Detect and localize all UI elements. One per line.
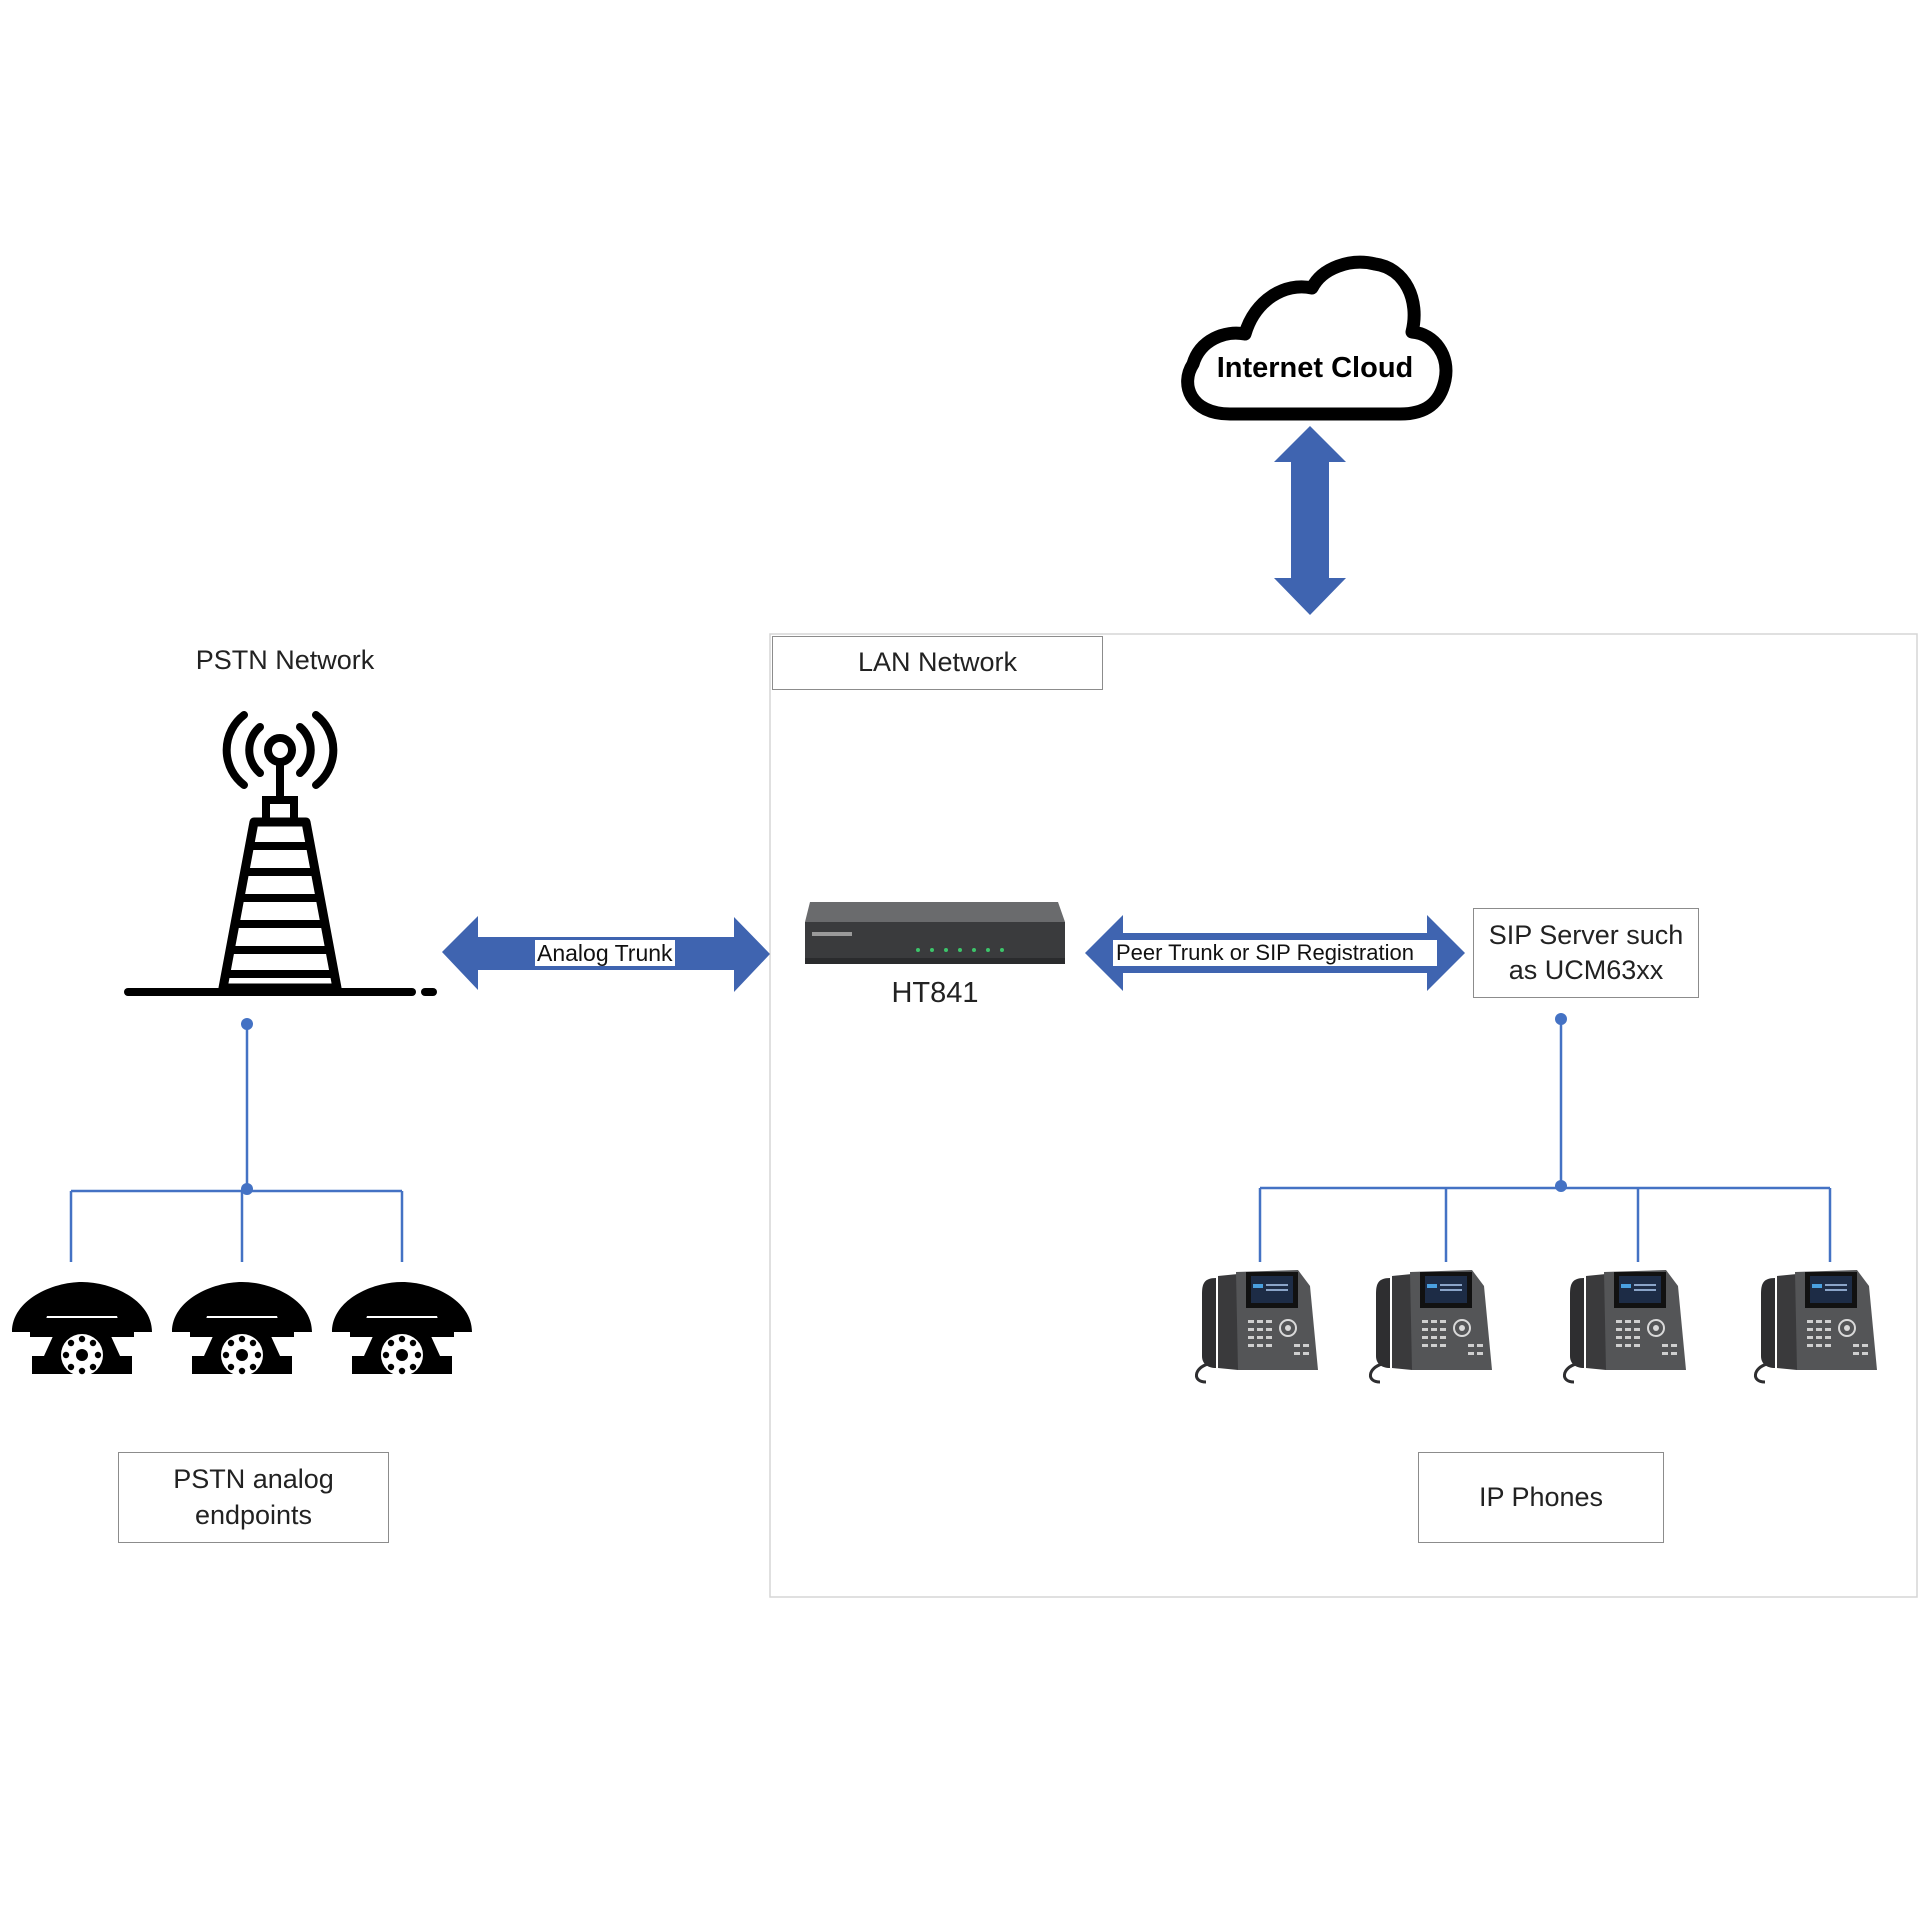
sip-server-box: SIP Server such as UCM63xx [1473,908,1699,998]
ip-phone-icon [1562,1268,1688,1384]
sip-server-line1: SIP Server such [1488,919,1684,950]
ip-phones-box: IP Phones [1418,1452,1664,1543]
ip-phone-icon [1368,1268,1494,1384]
lan-network-title-text: LAN Network [857,647,1018,678]
pstn-endpoints-box: PSTN analog endpoints [118,1452,389,1543]
ip-phones-label: IP Phones [1478,1481,1604,1512]
internet-link-arrow [1274,426,1346,615]
rotary-phone-icon [12,1282,152,1376]
ht841-device-icon [805,902,1065,964]
device-label: HT841 [891,977,979,1009]
lan-connector-lines [1258,1020,1832,1262]
pstn-network-title: PSTN Network [195,645,375,675]
pstn-endpoints-line1: PSTN analog [173,1464,334,1495]
rotary-phone-icon [332,1282,472,1376]
ip-phone-icon [1753,1268,1879,1384]
sip-link-label: Peer Trunk or SIP Registration [1116,940,1414,965]
rotary-phone-icon [172,1282,312,1376]
cloud-icon [1181,255,1453,421]
ip-phone-icon [1194,1268,1320,1384]
analog-trunk-label: Analog Trunk [535,940,675,967]
cloud-label: Internet Cloud [1216,352,1414,384]
sip-server-line2: as UCM63xx [1508,955,1664,985]
lan-network-title: LAN Network [772,636,1103,690]
pstn-connector-lines [69,1024,404,1262]
lan-network-container [769,633,1918,1598]
pstn-endpoints-line2: endpoints [194,1499,313,1530]
cell-tower-icon [124,711,437,996]
